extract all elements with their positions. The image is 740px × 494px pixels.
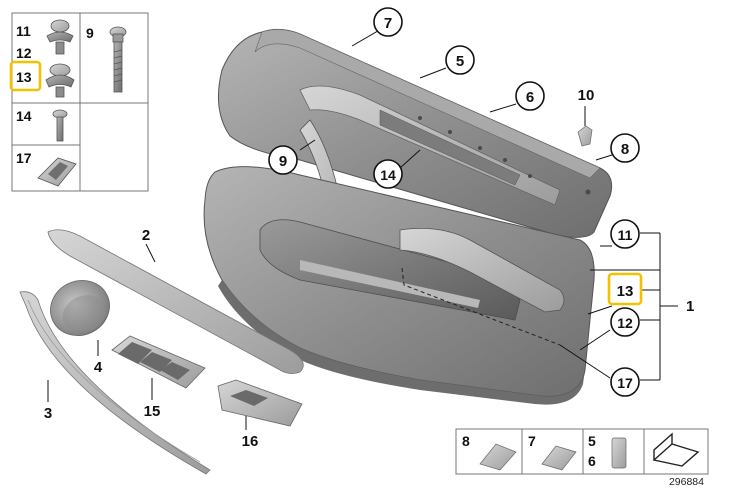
fastener-legend: 11 12 13 14 17 9 bbox=[9, 12, 149, 192]
expanding-clip-icon bbox=[46, 19, 74, 55]
callout-8: 8 bbox=[610, 133, 640, 163]
callout-label-2: 2 bbox=[142, 227, 150, 244]
callout-17: 17 bbox=[610, 367, 640, 397]
speaker-cover-4 bbox=[50, 280, 110, 336]
rivet-icon bbox=[52, 109, 68, 142]
legend-label-13: 13 bbox=[16, 69, 32, 85]
clip-icon bbox=[45, 63, 75, 98]
callout-11: 11 bbox=[610, 219, 640, 249]
retainer-clip-icon bbox=[37, 157, 77, 187]
clip-10 bbox=[577, 125, 593, 147]
callout-label-6: 6 bbox=[526, 89, 534, 106]
callout-6: 6 bbox=[515, 81, 545, 111]
callout-label-8: 8 bbox=[621, 141, 629, 158]
callout-10: 10 bbox=[578, 87, 595, 104]
switch-block-15 bbox=[111, 335, 206, 389]
legend-label-12: 12 bbox=[16, 45, 32, 61]
callout-label-1: 1 bbox=[686, 298, 694, 315]
callout-label-14: 14 bbox=[380, 167, 396, 183]
callout-label-3: 3 bbox=[44, 405, 52, 422]
callout-label-11: 11 bbox=[618, 227, 633, 243]
bottom-legend-label-8: 8 bbox=[462, 433, 470, 449]
callout-7: 7 bbox=[373, 7, 403, 37]
callout-label-5: 5 bbox=[456, 53, 464, 70]
legend-highlight-13 bbox=[9, 60, 42, 92]
clip-icon bbox=[479, 443, 517, 471]
callout-label-4: 4 bbox=[94, 359, 103, 376]
trim-strip-2 bbox=[47, 229, 304, 374]
callout-9: 9 bbox=[268, 145, 298, 175]
legend-label-9: 9 bbox=[86, 25, 94, 41]
screw-icon bbox=[109, 26, 127, 93]
legend-label-14: 14 bbox=[16, 108, 32, 124]
bottom-legend-label-5: 5 bbox=[588, 433, 596, 449]
callout-label-15: 15 bbox=[144, 403, 161, 420]
callout-13: 13 bbox=[607, 272, 643, 306]
callout-label-9: 9 bbox=[279, 153, 287, 170]
callout-label-16: 16 bbox=[242, 433, 259, 450]
drawing-number: 296884 bbox=[669, 476, 704, 488]
callout-5: 5 bbox=[445, 45, 475, 75]
callout-label-13: 13 bbox=[617, 283, 634, 300]
callout-highlight-13 bbox=[607, 272, 643, 306]
bottom-legend: 8 7 5 6 bbox=[455, 428, 709, 475]
bottom-legend-label-6: 6 bbox=[588, 453, 596, 469]
callouts: 7 5 6 10 8 9 14 11 13 bbox=[44, 7, 694, 450]
callout-14: 14 bbox=[373, 159, 403, 189]
legend-label-11: 11 bbox=[16, 23, 31, 39]
arrow-icon bbox=[652, 432, 700, 467]
leader-lines bbox=[47, 27, 678, 430]
legend-label-17: 17 bbox=[16, 150, 32, 166]
bottom-legend-label-7: 7 bbox=[528, 433, 536, 449]
callout-label-12: 12 bbox=[617, 315, 633, 331]
callout-12: 12 bbox=[610, 307, 640, 337]
callout-label-17: 17 bbox=[617, 375, 633, 391]
callout-label-10: 10 bbox=[578, 87, 595, 104]
clip-icon bbox=[541, 445, 577, 471]
switch-panel-16 bbox=[217, 379, 303, 427]
callout-label-7: 7 bbox=[384, 15, 392, 32]
trim-strip-3 bbox=[19, 291, 211, 475]
door-panel bbox=[203, 28, 613, 405]
expanding-clip-icon bbox=[611, 437, 627, 469]
